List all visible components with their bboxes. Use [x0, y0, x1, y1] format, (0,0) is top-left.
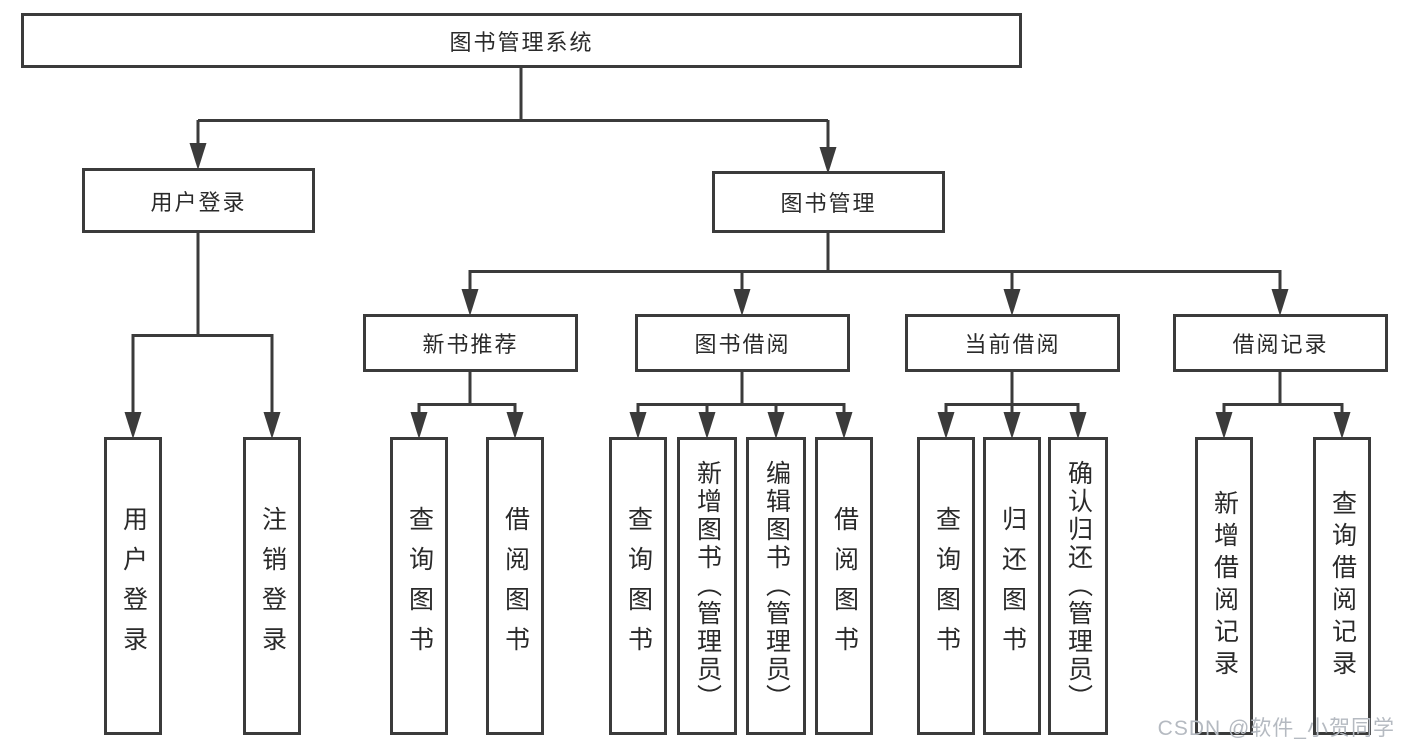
node-leaf-query-books: 查询图书 [917, 437, 975, 735]
node-label: 图书管理 [780, 191, 877, 216]
node-book-borrow: 图书借阅 [635, 314, 850, 372]
node-label: 查询图书 [405, 506, 434, 666]
node-label: 图书借阅 [694, 332, 791, 357]
node-current-borrow: 当前借阅 [905, 314, 1120, 372]
csdn-watermark: CSDN @软件_小贺同学 [1157, 717, 1395, 740]
node-label: 注销登录 [258, 506, 287, 666]
node-label: 借阅记录 [1232, 332, 1329, 357]
node-leaf-query-books: 查询图书 [390, 437, 448, 735]
node-leaf-borrow-books: 借阅图书 [486, 437, 544, 735]
node-borrow-records: 借阅记录 [1173, 314, 1388, 372]
node-leaf-borrow-books: 借阅图书 [815, 437, 873, 735]
node-label: 确认归还（管理员） [1064, 460, 1093, 712]
node-book-management: 图书管理 [712, 171, 945, 233]
node-label: 用户登录 [119, 506, 148, 666]
node-label: 新增借阅记录 [1210, 490, 1239, 682]
node-label: 用户登录 [150, 189, 247, 215]
node-label: 查询图书 [624, 506, 653, 666]
node-leaf-query-borrow-record: 查询借阅记录 [1313, 437, 1371, 735]
node-label: 借阅图书 [501, 506, 530, 666]
node-leaf-user-login: 用户登录 [104, 437, 162, 735]
node-leaf-add-books-admin: 新增图书（管理员） [677, 437, 737, 735]
node-label: 查询图书 [932, 506, 961, 666]
node-new-book-recommend: 新书推荐 [363, 314, 578, 372]
node-leaf-logout: 注销登录 [243, 437, 301, 735]
node-label: 借阅图书 [830, 506, 859, 666]
node-label: 当前借阅 [964, 332, 1061, 357]
node-leaf-edit-books-admin: 编辑图书（管理员） [746, 437, 806, 735]
node-leaf-return-books: 归还图书 [983, 437, 1041, 735]
node-label: 编辑图书（管理员） [762, 460, 791, 712]
node-label: 图书管理系统 [449, 29, 594, 55]
node-leaf-add-borrow-record: 新增借阅记录 [1195, 437, 1253, 735]
node-label: 新增图书（管理员） [693, 460, 722, 712]
node-label: 新书推荐 [422, 332, 519, 357]
node-system-root: 图书管理系统 [21, 13, 1022, 68]
node-leaf-confirm-return-admin: 确认归还（管理员） [1048, 437, 1108, 735]
node-user-login: 用户登录 [82, 168, 315, 233]
node-label: 归还图书 [998, 506, 1027, 666]
arrowheads [124, 143, 1351, 439]
node-label: 查询借阅记录 [1328, 490, 1357, 682]
node-leaf-query-books: 查询图书 [609, 437, 667, 735]
